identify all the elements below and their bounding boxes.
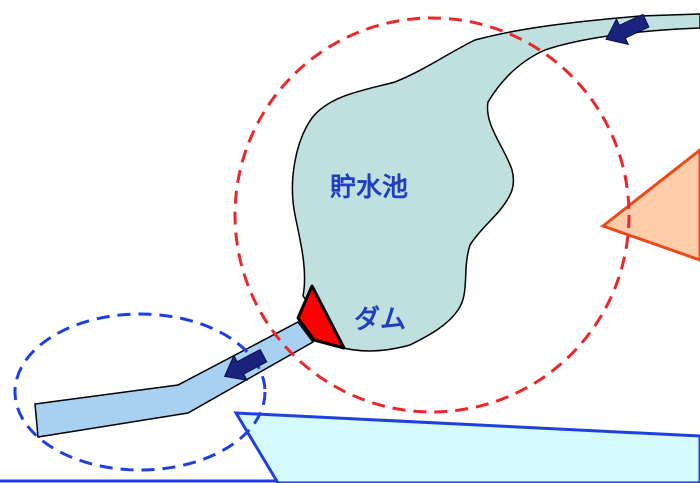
- downstream-scope-ellipse: [13, 312, 267, 472]
- reservoir-label: 貯水池: [330, 172, 408, 203]
- orange-callout-shape: [599, 148, 700, 262]
- dam-shape: [296, 284, 346, 350]
- reservoir: [291, 13, 700, 352]
- flow-arrow-icon: [605, 13, 650, 46]
- dam-label: ダム: [354, 304, 406, 335]
- downstream-river: [34, 321, 315, 438]
- blue-callout-shape: [233, 411, 700, 483]
- flow-arrow-icon: [223, 348, 268, 381]
- upstream-scope-circle: [233, 16, 631, 414]
